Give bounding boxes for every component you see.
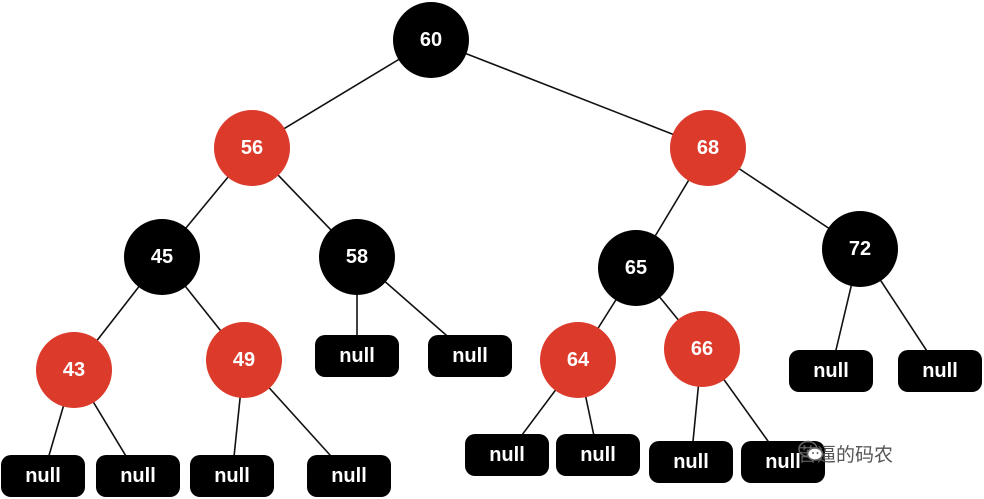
red-node-circle xyxy=(670,110,746,186)
null-leaf-box xyxy=(315,335,399,377)
wechat-icon xyxy=(798,440,824,461)
null-leaf-label: null xyxy=(25,465,61,487)
null-leaf-box xyxy=(898,350,982,392)
red-node-circle xyxy=(214,110,290,186)
null-leaf-box xyxy=(1,455,85,497)
node-label: 66 xyxy=(691,338,713,360)
null-leaf-box xyxy=(789,350,873,392)
red-node-circle xyxy=(206,322,282,398)
tree-node-58: 58 xyxy=(319,219,395,295)
null-leaf-box xyxy=(96,455,180,497)
null-leaf: null xyxy=(307,455,391,497)
black-node-circle xyxy=(598,230,674,306)
null-leaf-label: null xyxy=(120,465,156,487)
tree-node-43: 43 xyxy=(36,332,112,408)
null-leaf-label: null xyxy=(673,451,709,473)
null-leaf-box xyxy=(190,455,274,497)
null-leaf-label: null xyxy=(580,444,616,466)
null-leaf-label: null xyxy=(765,451,801,473)
null-leaves: null null null null null null null null null null… xyxy=(1,335,982,497)
node-label: 58 xyxy=(346,246,368,268)
null-leaf-box xyxy=(556,434,640,476)
null-leaf-label: null xyxy=(339,345,375,367)
null-leaf-box xyxy=(465,434,549,476)
black-node-circle xyxy=(822,211,898,287)
tree-node-49: 49 xyxy=(206,322,282,398)
tree-node-64: 64 xyxy=(540,322,616,398)
null-leaf: null xyxy=(190,455,274,497)
null-leaf-label: null xyxy=(922,360,958,382)
edge-n60-n68 xyxy=(430,39,709,149)
null-leaf: null xyxy=(465,434,549,476)
node-label: 45 xyxy=(151,246,173,268)
tree-node-72: 72 xyxy=(822,211,898,287)
red-node-circle xyxy=(664,311,740,387)
tree-node-60: 60 xyxy=(393,2,469,78)
null-leaf: null xyxy=(898,350,982,392)
node-label: 60 xyxy=(420,29,442,51)
node-label: 49 xyxy=(233,349,255,371)
watermark: 苦逼的码农 xyxy=(798,440,893,467)
tree-node-45: 45 xyxy=(124,219,200,295)
null-leaf-box xyxy=(649,441,733,483)
watermark-text: 苦逼的码农 xyxy=(798,444,894,466)
null-leaf: null xyxy=(96,455,180,497)
null-leaf: null xyxy=(741,441,825,483)
node-label: 56 xyxy=(241,137,263,159)
null-leaf-box xyxy=(741,441,825,483)
black-node-circle xyxy=(124,219,200,295)
black-node-circle xyxy=(319,219,395,295)
null-leaf: null xyxy=(649,441,733,483)
red-node-circle xyxy=(36,332,112,408)
tree-nodes: 60 56 68 45 58 65 72 43 49 64 66 xyxy=(36,2,898,408)
node-label: 65 xyxy=(625,257,647,279)
node-label: 72 xyxy=(849,238,871,260)
node-label: 43 xyxy=(63,359,85,381)
null-leaf: null xyxy=(789,350,873,392)
null-leaf-label: null xyxy=(813,360,849,382)
null-leaf: null xyxy=(1,455,85,497)
node-label: 64 xyxy=(567,349,590,371)
node-label: 68 xyxy=(697,137,719,159)
null-leaf-box xyxy=(307,455,391,497)
null-leaf-label: null xyxy=(489,444,525,466)
tree-node-65: 65 xyxy=(598,230,674,306)
tree-node-56: 56 xyxy=(214,110,290,186)
null-leaf-label: null xyxy=(214,465,250,487)
null-leaf: null xyxy=(428,335,512,377)
black-node-circle xyxy=(393,2,469,78)
null-leaf-box xyxy=(428,335,512,377)
tree-node-66: 66 xyxy=(664,311,740,387)
red-node-circle xyxy=(540,322,616,398)
null-leaf: null xyxy=(315,335,399,377)
null-leaf-label: null xyxy=(452,345,488,367)
null-leaf: null xyxy=(556,434,640,476)
null-leaf-label: null xyxy=(331,465,367,487)
tree-node-68: 68 xyxy=(670,110,746,186)
